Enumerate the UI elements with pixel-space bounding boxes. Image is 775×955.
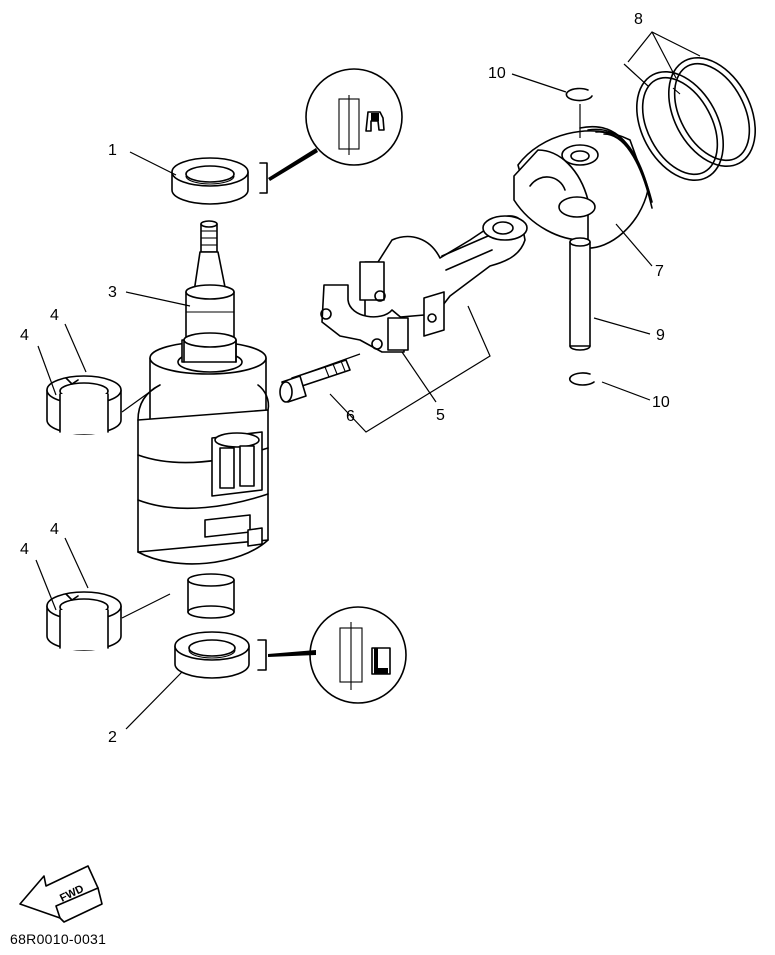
crankshaft bbox=[137, 220, 270, 619]
circlip-lower bbox=[569, 372, 595, 386]
callout-7: 7 bbox=[655, 263, 664, 280]
oil-seal-upper bbox=[171, 157, 249, 205]
callout-4-upper-left: 4 bbox=[20, 327, 29, 344]
piston bbox=[513, 125, 653, 249]
callout-4-lower-right: 4 bbox=[50, 521, 59, 538]
diagram-reference-code: 68R0010-0031 bbox=[10, 931, 107, 947]
circlip-upper bbox=[565, 87, 593, 102]
callout-6: 6 bbox=[346, 408, 355, 425]
callout-leader-lines bbox=[35, 31, 701, 730]
connecting-rod-bolt bbox=[279, 359, 351, 403]
seal-detail-lower-bracket bbox=[257, 639, 316, 671]
piston-rings bbox=[635, 56, 757, 182]
bearing-lower bbox=[46, 591, 122, 651]
bearing-upper bbox=[46, 375, 122, 435]
callout-labels: 1 2 3 4 4 4 4 5 6 7 8 9 10 10 bbox=[20, 11, 670, 746]
callout-2: 2 bbox=[108, 729, 117, 746]
seal-detail-lower-magnifier bbox=[309, 606, 407, 704]
oil-seal-lower bbox=[174, 631, 250, 679]
piston-pin bbox=[569, 237, 591, 351]
callout-10-lower: 10 bbox=[652, 394, 670, 411]
callout-10-upper: 10 bbox=[488, 65, 506, 82]
callout-5: 5 bbox=[436, 407, 445, 424]
seal-detail-upper-bracket bbox=[259, 148, 318, 194]
callout-4-upper-right: 4 bbox=[50, 307, 59, 324]
forward-direction-arrow: FWD bbox=[19, 865, 103, 923]
connecting-rod bbox=[320, 215, 528, 353]
callout-4-lower-left: 4 bbox=[20, 541, 29, 558]
assembly-guide-lines bbox=[121, 104, 581, 619]
seal-detail-upper-magnifier bbox=[305, 68, 403, 166]
callout-9: 9 bbox=[656, 327, 665, 344]
callout-8: 8 bbox=[634, 11, 643, 28]
callout-1: 1 bbox=[108, 142, 117, 159]
callout-3: 3 bbox=[108, 284, 117, 301]
